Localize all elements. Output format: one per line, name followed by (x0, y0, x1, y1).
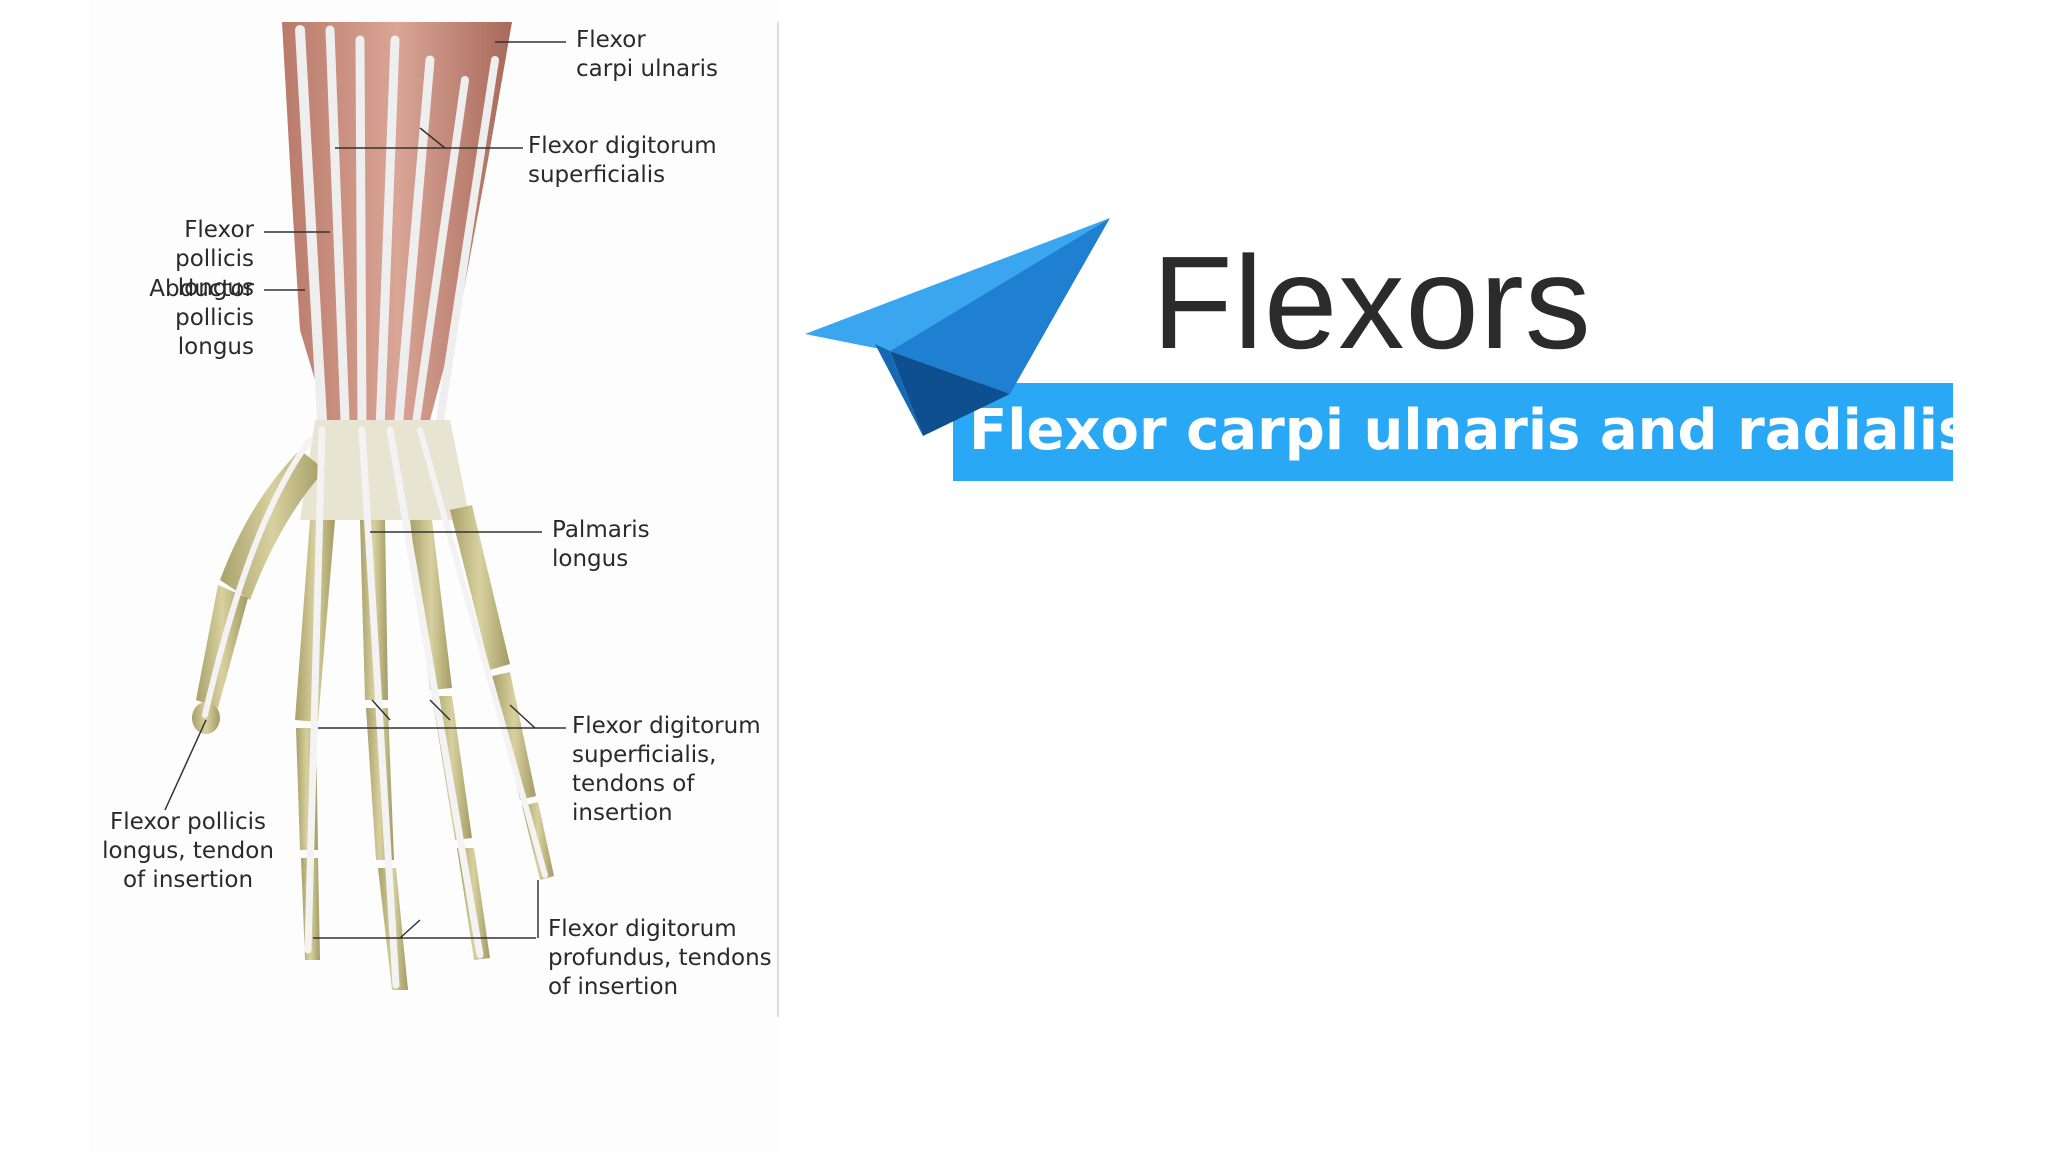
subtitle-banner: Flexor carpi ulnaris and radialis (953, 383, 1971, 481)
wrist (300, 420, 470, 520)
label-fpl-tendon-of-insertion: Flexor pollicis longus, tendon of insert… (102, 809, 274, 893)
label-flexor-digitorum-superficialis: Flexor digitorum superficialis (528, 133, 717, 188)
finger-bones (295, 505, 554, 990)
label-flexor-pollicis-longus: Flexor pollicis longus (175, 217, 254, 301)
label-palmaris-longus: Palmaris longus (552, 517, 650, 572)
slide-subtitle: Flexor carpi ulnaris and radialis (969, 398, 1972, 463)
figure-divider (777, 22, 779, 1017)
label-flexor-carpi-ulnaris: Flexor carpi ulnaris (576, 27, 718, 82)
label-fds-tendons-of-insertion: Flexor digitorum superficialis, tendons … (572, 713, 761, 826)
leader-lines (164, 41, 566, 939)
slide-title: Flexors (1152, 229, 1592, 376)
forearm-tendons (295, 25, 499, 435)
label-fdp-tendons-of-insertion: Flexor digitorum profundus, tendons of i… (548, 916, 772, 1000)
label-abductor-pollicis-longus: Abductor pollicis longus (149, 276, 254, 360)
paper-plane-icon (805, 218, 1110, 436)
